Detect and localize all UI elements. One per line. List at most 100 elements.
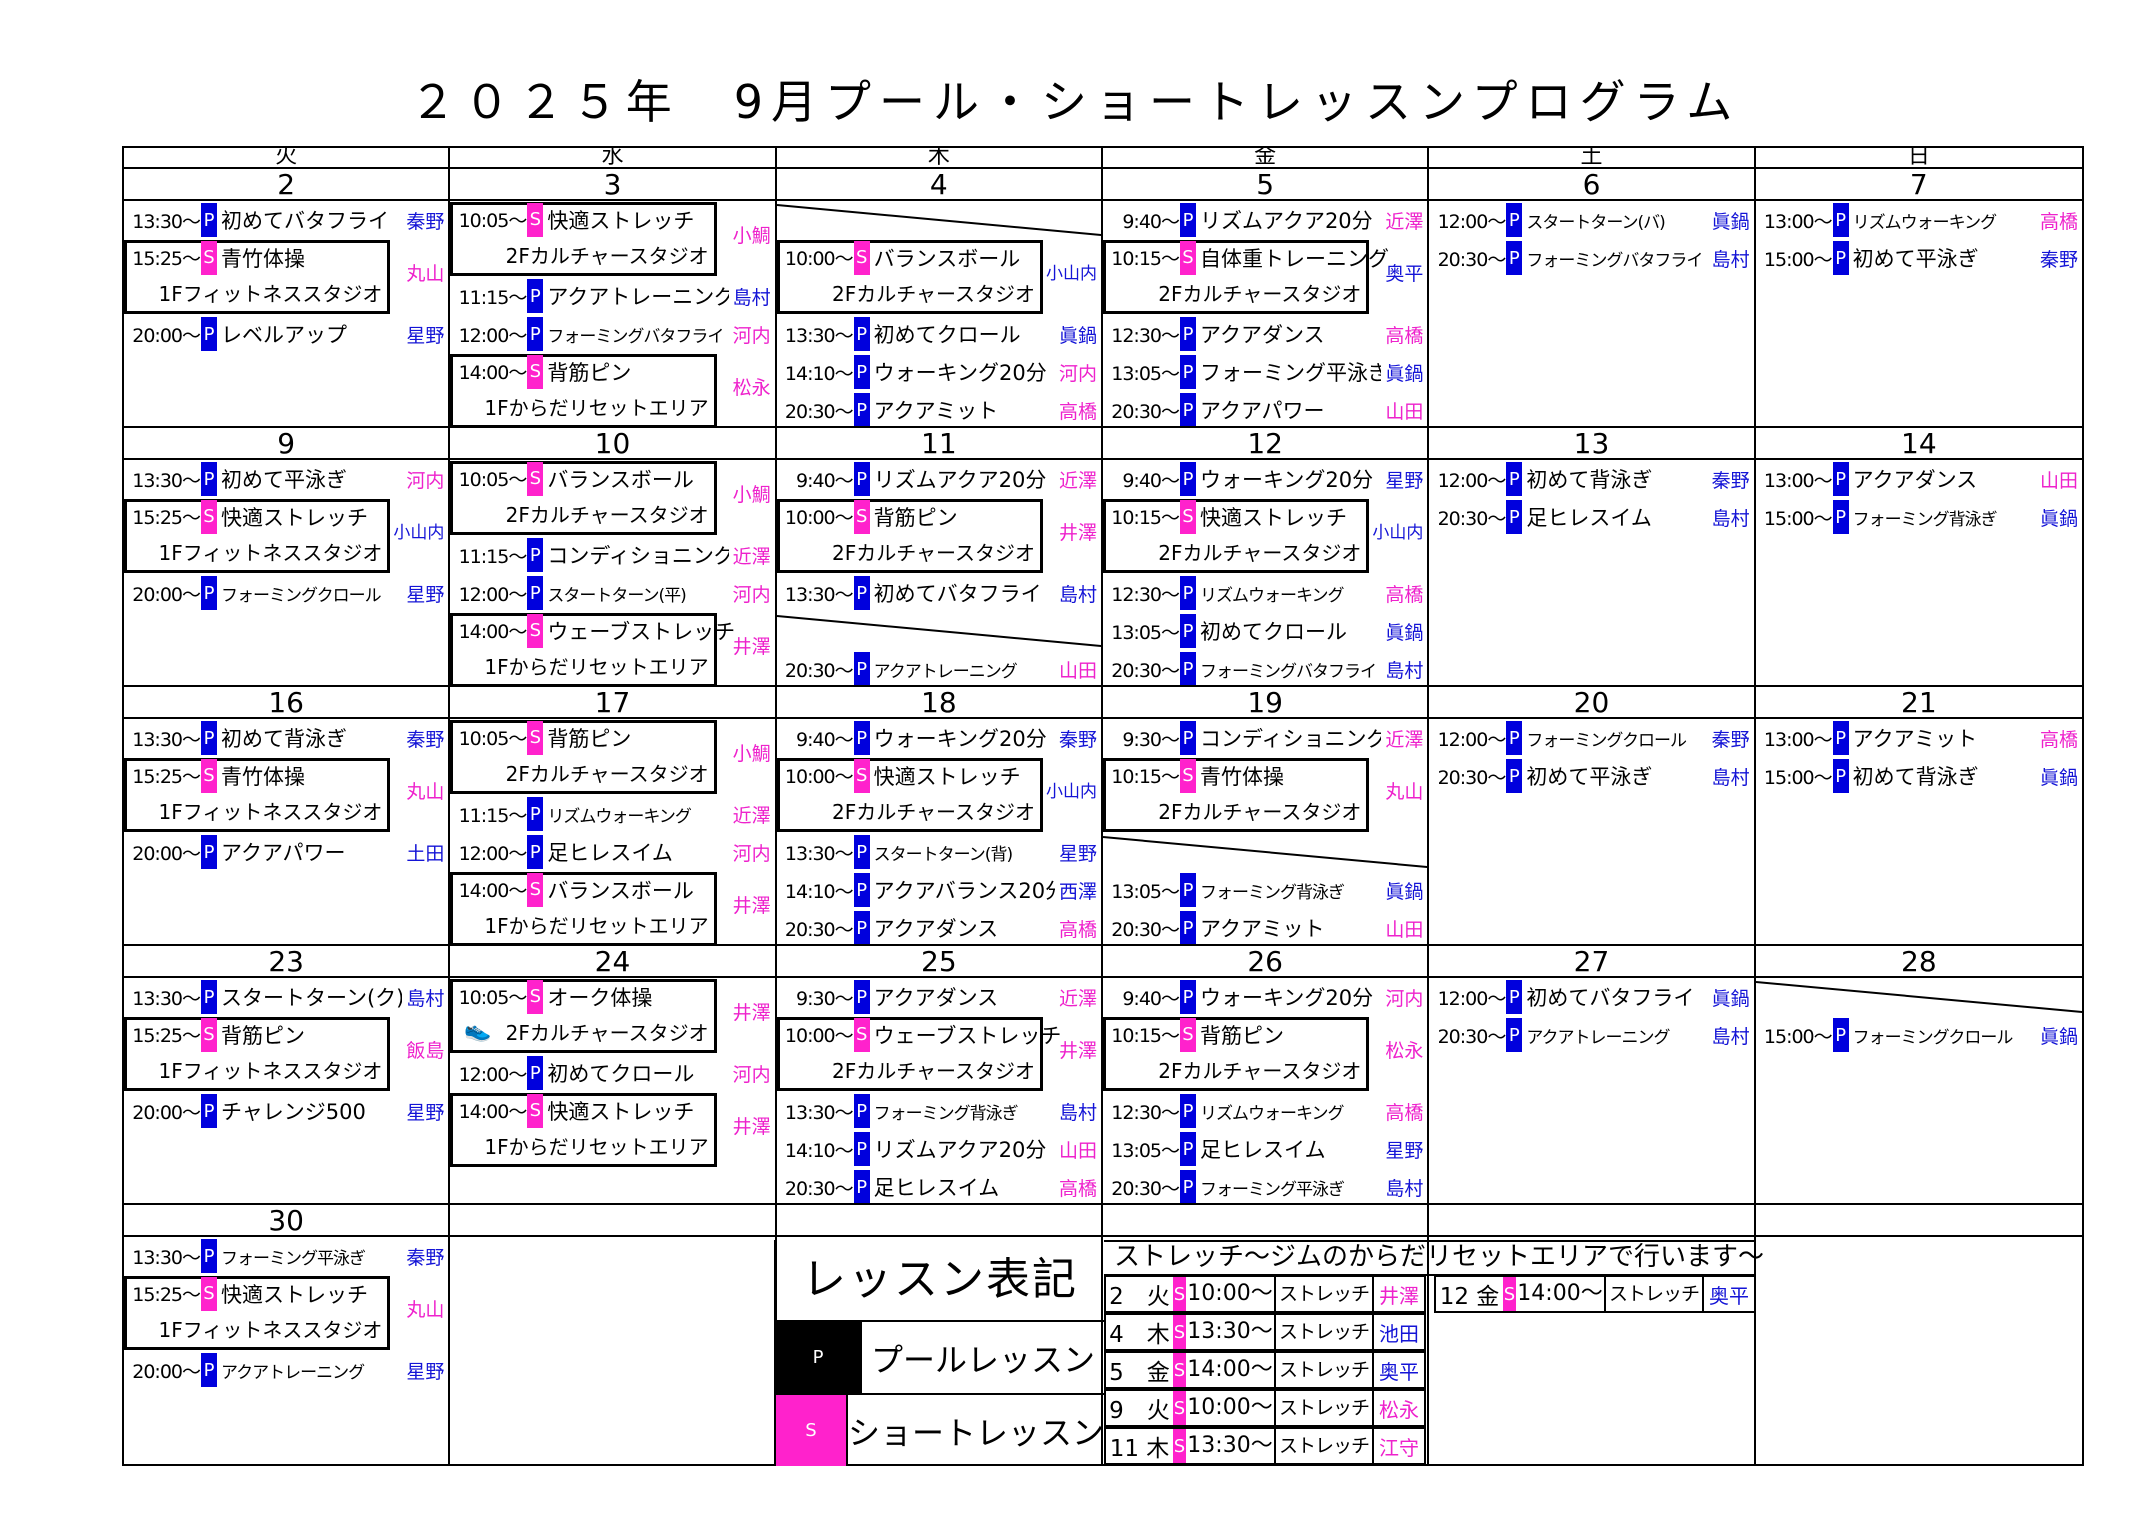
short-lesson-frame — [1103, 240, 1370, 314]
stretch-heading: ストレッチ〜ジムのからだリセットエリアで行います〜 — [1104, 1240, 1764, 1276]
cancelled-slot — [1103, 833, 1427, 871]
lesson-time: 10:00〜 — [784, 1025, 854, 1047]
lesson-time: 15:25〜 — [132, 248, 201, 270]
lesson-time: 20:30〜 — [784, 918, 854, 941]
instructor-name: 島村 — [1711, 1025, 1750, 1048]
lesson-name: ウォーキング20分 — [1200, 986, 1374, 1010]
day-number: 4 — [776, 169, 1101, 201]
instructor-name: 河内 — [732, 1063, 771, 1086]
lesson-type-badge: P — [1180, 1170, 1196, 1203]
instructor-name: 眞鍋 — [1385, 880, 1424, 903]
